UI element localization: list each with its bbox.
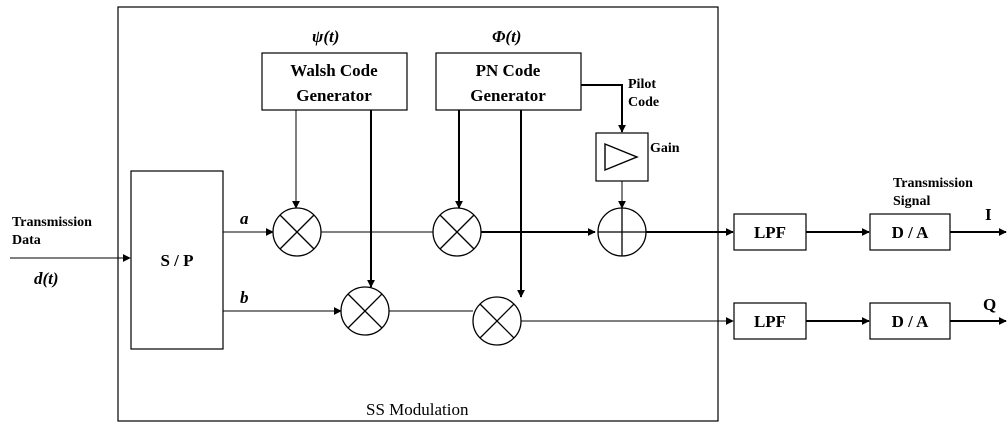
ss-modulation-label: SS Modulation (366, 400, 469, 419)
branch-b-label: b (240, 288, 249, 307)
transmission-data-label-line1: Transmission (12, 215, 92, 230)
lpf-top-box (733, 213, 807, 251)
walsh-generator-label-line1: Walsh Code (290, 61, 378, 80)
transmission-signal-label-line2: Signal (893, 194, 930, 209)
lpf-bottom-box (733, 302, 807, 340)
walsh-code-generator-box (261, 52, 408, 111)
pilot-label-line1: Pilot (628, 77, 656, 92)
transmission-data-label-line2: Data (12, 233, 41, 248)
adder-icon (597, 207, 647, 257)
da-top-label: D / A (892, 223, 930, 242)
walsh-generator-label-line2: Generator (296, 86, 372, 105)
input-signal-label: d(t) (34, 269, 59, 288)
serial-to-parallel-box (130, 170, 224, 350)
multiplier-icon (432, 207, 482, 257)
pn-generator-label-line2: Generator (470, 86, 546, 105)
lpf-top-label: LPF (754, 223, 786, 242)
da-bottom-label: D / A (892, 312, 930, 331)
i-output-label: I (985, 205, 992, 224)
amplifier-icon (604, 142, 639, 172)
gain-label: Gain (650, 141, 680, 156)
multiplier-icon (472, 296, 522, 346)
pn-function-label: Φ(t) (492, 27, 521, 46)
da-top-box (869, 213, 951, 251)
multiplier-icon (340, 286, 390, 336)
da-bottom-box (869, 302, 951, 340)
gain-box (595, 132, 649, 182)
serial-to-parallel-label: S / P (160, 251, 193, 270)
walsh-function-label: ψ(t) (312, 27, 339, 46)
lpf-bottom-label: LPF (754, 312, 786, 331)
pilot-code-arrow (581, 84, 626, 133)
pn-code-generator-box (435, 52, 582, 111)
pilot-label-line2: Code (628, 95, 659, 110)
multiplier-icon (272, 207, 322, 257)
pn-generator-label-line1: PN Code (476, 61, 541, 80)
q-output-label: Q (983, 295, 996, 314)
branch-a-label: a (240, 209, 249, 228)
transmission-signal-label-line1: Transmission (893, 176, 973, 191)
